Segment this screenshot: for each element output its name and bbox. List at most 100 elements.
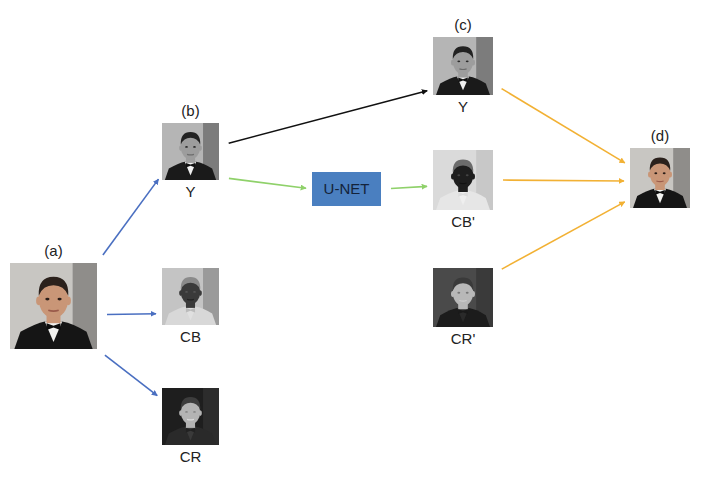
portrait-image bbox=[162, 123, 219, 180]
photo-background bbox=[433, 268, 493, 327]
mouth bbox=[187, 299, 194, 301]
eye bbox=[185, 411, 188, 413]
photo-background bbox=[10, 263, 97, 349]
photo-background bbox=[433, 150, 493, 210]
eye bbox=[193, 411, 196, 413]
portrait-image bbox=[433, 268, 493, 327]
eye bbox=[457, 60, 460, 62]
eye bbox=[457, 292, 460, 294]
mouth bbox=[459, 182, 466, 184]
hair bbox=[453, 277, 473, 290]
photo-background bbox=[162, 268, 219, 325]
shirt bbox=[457, 308, 469, 322]
panel-label: (b) bbox=[181, 102, 199, 120]
channel-label: Y bbox=[185, 183, 195, 201]
eye bbox=[185, 146, 188, 148]
image-node: (b)Y bbox=[162, 123, 219, 180]
image-node: CB' bbox=[433, 150, 493, 210]
mouth bbox=[656, 180, 663, 182]
shirt bbox=[457, 191, 469, 205]
portrait-image bbox=[433, 37, 493, 95]
eye bbox=[663, 172, 666, 174]
mouth bbox=[187, 419, 194, 421]
network-box: U-NET bbox=[312, 172, 381, 206]
eye bbox=[457, 174, 460, 176]
flow-arrow bbox=[229, 178, 306, 188]
hair bbox=[650, 158, 670, 171]
hair bbox=[181, 397, 200, 410]
channel-label: Y bbox=[458, 98, 468, 116]
panel-label: (d) bbox=[651, 127, 669, 145]
hair bbox=[39, 277, 69, 296]
eye bbox=[185, 291, 188, 293]
bow-tie bbox=[458, 309, 468, 314]
shirt bbox=[185, 162, 196, 176]
bow-tie bbox=[458, 192, 468, 197]
image-node: (d) bbox=[630, 148, 690, 208]
suit bbox=[436, 308, 490, 327]
bow-tie bbox=[186, 428, 195, 433]
channel-label: CR' bbox=[451, 330, 476, 348]
portrait-image bbox=[433, 150, 493, 210]
shirt bbox=[185, 307, 196, 321]
panel-label: (a) bbox=[44, 242, 62, 260]
eye bbox=[466, 292, 469, 294]
flow-arrow bbox=[103, 179, 159, 255]
bow-tie bbox=[655, 190, 665, 195]
bow-tie bbox=[186, 163, 195, 168]
photo-background bbox=[162, 123, 219, 180]
flow-arrow bbox=[502, 89, 625, 163]
eye bbox=[45, 298, 49, 301]
suit bbox=[436, 191, 490, 210]
suit bbox=[14, 321, 92, 349]
eye bbox=[466, 174, 469, 176]
suit bbox=[436, 76, 490, 95]
photo-background bbox=[630, 148, 690, 208]
mouth bbox=[459, 300, 466, 302]
shirt bbox=[654, 189, 666, 203]
shirt bbox=[457, 76, 469, 90]
portrait-image bbox=[162, 388, 219, 445]
flow-arrow bbox=[502, 202, 625, 269]
photo-background bbox=[433, 37, 493, 95]
hair bbox=[181, 277, 200, 290]
mouth bbox=[187, 154, 194, 156]
suit bbox=[165, 307, 216, 325]
image-node: CR' bbox=[433, 268, 493, 327]
image-node: (a) bbox=[10, 263, 97, 349]
box-label: U-NET bbox=[324, 180, 370, 198]
suit bbox=[165, 162, 216, 180]
flow-arrow bbox=[503, 179, 624, 181]
photo-background bbox=[162, 388, 219, 445]
channel-label: CB' bbox=[451, 213, 475, 231]
channel-label: CB bbox=[180, 328, 201, 346]
flow-arrow bbox=[229, 91, 428, 144]
bow-tie bbox=[47, 323, 61, 330]
hair bbox=[181, 132, 200, 145]
portrait-image bbox=[10, 263, 97, 349]
bow-tie bbox=[186, 308, 195, 313]
mouth bbox=[48, 309, 58, 312]
bow-tie bbox=[458, 78, 468, 83]
channel-label: CR bbox=[180, 448, 202, 466]
eye bbox=[654, 172, 657, 174]
hair bbox=[453, 160, 473, 173]
portrait-image bbox=[162, 268, 219, 325]
image-node: (c)Y bbox=[433, 37, 493, 95]
eye bbox=[466, 60, 469, 62]
eye bbox=[193, 146, 196, 148]
hair bbox=[453, 46, 473, 59]
panel-label: (c) bbox=[454, 16, 472, 34]
flow-arrow bbox=[107, 313, 156, 315]
suit bbox=[165, 427, 216, 445]
image-node: CR bbox=[162, 388, 219, 445]
shirt bbox=[185, 427, 196, 441]
suit bbox=[633, 189, 687, 208]
eye bbox=[58, 298, 62, 301]
portrait-image bbox=[630, 148, 690, 208]
mouth bbox=[459, 68, 466, 70]
shirt bbox=[45, 321, 62, 342]
